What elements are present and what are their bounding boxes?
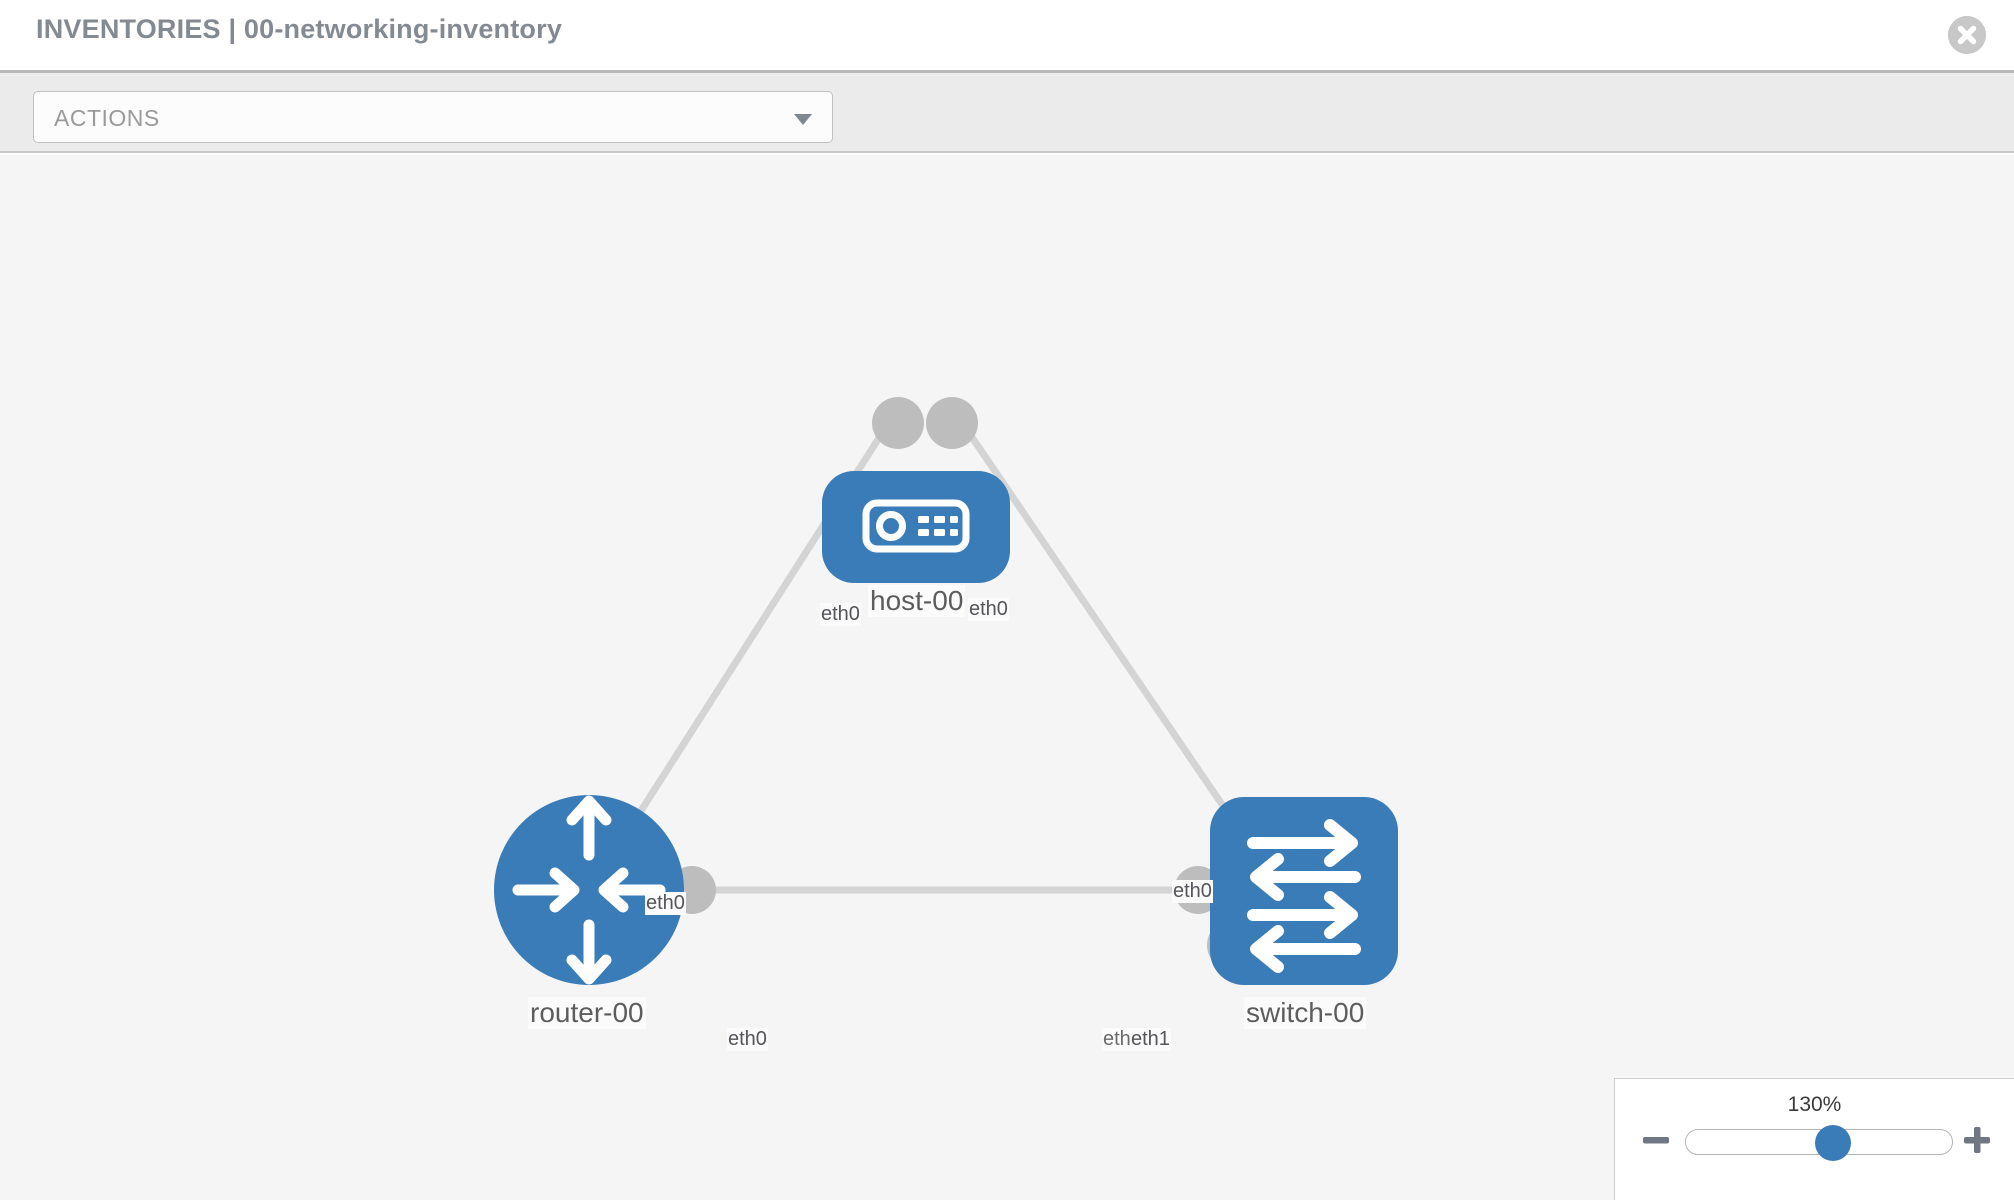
- chevron-down-icon: [794, 114, 812, 125]
- node-switch-00: [1210, 797, 1398, 985]
- edge-label-switch-eth-occluded: eth: [1102, 1028, 1132, 1051]
- edge-label-router-eth0-uplink: eth0: [645, 892, 686, 915]
- port-host-left: [872, 397, 924, 449]
- edge-label-host-eth0-right: eth0: [968, 598, 1009, 621]
- node-label-switch-00: switch-00: [1244, 997, 1367, 1029]
- edge-label-router-eth0-trunk: eth0: [727, 1028, 768, 1051]
- topology-canvas[interactable]: host-00 router-00 switch-00 eth0 eth0 et…: [0, 155, 2014, 1200]
- node-router-00: [494, 795, 684, 985]
- zoom-control-panel: 130%: [1614, 1078, 2014, 1200]
- actions-dropdown[interactable]: ACTIONS: [33, 91, 833, 143]
- edge-label-switch-eth0-uplink: eth0: [1172, 880, 1213, 903]
- edge-label-switch-eth1-trunk: eth1: [1130, 1028, 1171, 1051]
- close-icon[interactable]: [1948, 16, 1986, 54]
- zoom-slider-handle[interactable]: [1815, 1125, 1851, 1161]
- page-title: INVENTORIES | 00-networking-inventory: [36, 14, 563, 44]
- toolbar: ACTIONS SEARCH: [0, 70, 2014, 213]
- plus-icon[interactable]: [1962, 1125, 1992, 1155]
- minus-icon[interactable]: [1641, 1125, 1671, 1155]
- node-host-00: [822, 471, 1010, 583]
- page-header: INVENTORIES | 00-networking-inventory: [0, 0, 2014, 70]
- node-label-router-00: router-00: [528, 997, 646, 1029]
- link-host-switch: [947, 403, 1273, 877]
- node-label-host-00: host-00: [868, 585, 966, 617]
- port-host-right: [926, 397, 978, 449]
- zoom-level-value: 130%: [1787, 1093, 1842, 1116]
- switch-arrows-icon: [1247, 819, 1361, 973]
- zoom-slider[interactable]: [1685, 1125, 1953, 1161]
- actions-dropdown-label: ACTIONS: [54, 105, 160, 131]
- router-arrows-icon: [512, 795, 666, 985]
- server-icon: [862, 499, 970, 553]
- edge-label-host-eth0-left: eth0: [820, 603, 861, 626]
